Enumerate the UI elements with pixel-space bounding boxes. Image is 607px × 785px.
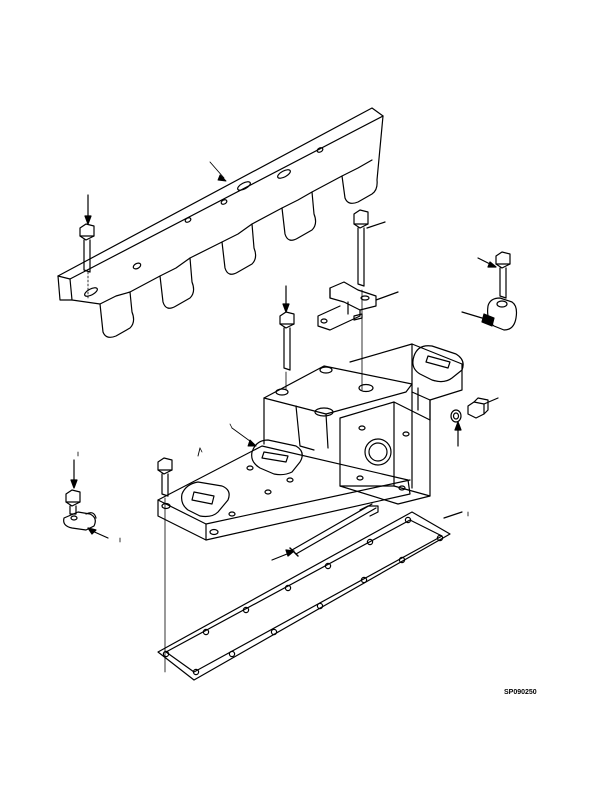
bolt-manifold-center bbox=[280, 286, 294, 390]
bolt-manifold-left bbox=[158, 458, 172, 672]
bolt-heat-shield-left bbox=[80, 195, 94, 300]
bracket-center bbox=[318, 282, 398, 330]
sensor-right bbox=[462, 298, 517, 330]
callout-ticks bbox=[78, 424, 468, 542]
exhaust-manifold bbox=[158, 344, 463, 540]
bolt-sensor-right bbox=[478, 252, 510, 298]
gasket bbox=[158, 512, 462, 680]
long-bolt-center bbox=[354, 210, 385, 390]
bolt-clamp-left bbox=[66, 460, 80, 514]
tube-rod bbox=[272, 504, 378, 560]
clamp-left bbox=[64, 512, 108, 538]
plug-right bbox=[468, 398, 498, 418]
leader-lines bbox=[198, 162, 256, 456]
heat-shield bbox=[58, 108, 383, 337]
reference-code: SP090250 bbox=[504, 689, 537, 696]
washer-right bbox=[451, 410, 461, 446]
